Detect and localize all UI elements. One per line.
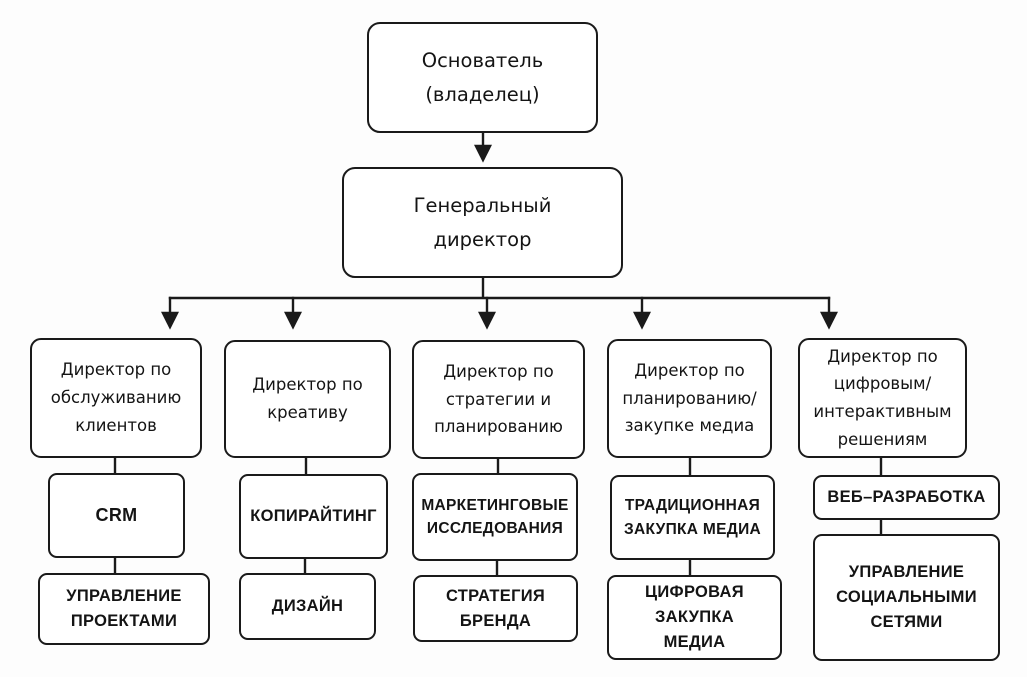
node-marketing-research: МАРКЕТИНГОВЫЕ ИССЛЕДОВАНИЯ <box>412 473 578 561</box>
node-ceo: Генеральный директор <box>342 167 623 278</box>
node-director-creative: Директор по креативу <box>224 340 391 458</box>
node-crm: CRM <box>48 473 185 558</box>
node-digital-media-buying: ЦИФРОВАЯ ЗАКУПКА МЕДИА <box>607 575 782 660</box>
node-director-media-buying: Директор по планированию/ закупке медиа <box>607 339 772 458</box>
node-project-management: УПРАВЛЕНИЕ ПРОЕКТАМИ <box>38 573 210 645</box>
node-director-client-service: Директор по обслуживанию клиентов <box>30 338 202 458</box>
node-copywriting: КОПИРАЙТИНГ <box>239 474 388 559</box>
node-founder: Основатель (владелец) <box>367 22 598 133</box>
node-web-development: ВЕБ–РАЗРАБОТКА <box>813 475 1000 520</box>
node-traditional-media-buying: ТРАДИЦИОННАЯ ЗАКУПКА МЕДИА <box>610 475 775 560</box>
node-social-media-management: УПРАВЛЕНИЕ СОЦИАЛЬНЫМИ СЕТЯМИ <box>813 534 1000 661</box>
node-director-strategy-planning: Директор по стратегии и планированию <box>412 340 585 459</box>
node-design: ДИЗАЙН <box>239 573 376 640</box>
node-brand-strategy: СТРАТЕГИЯ БРЕНДА <box>413 575 578 642</box>
node-director-digital-interactive: Директор по цифровым/ интерактивным реше… <box>798 338 967 458</box>
